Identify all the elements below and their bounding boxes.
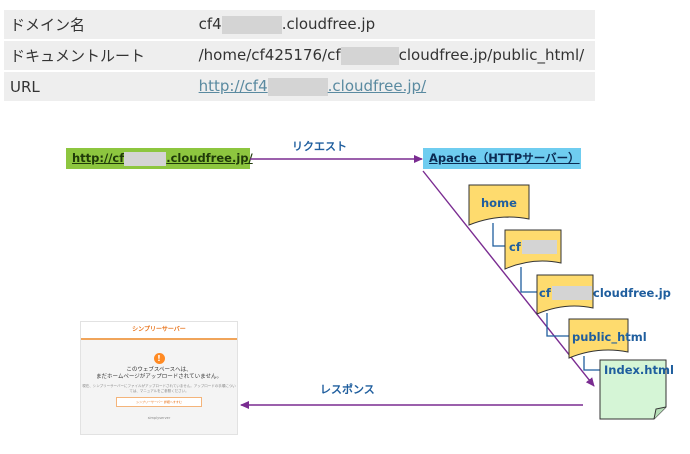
thumbnail-footer: simplyserver [147,416,171,420]
lookup-arrow [422,170,595,387]
info-table: ドメイン名 cf4 .cloudfree.jp ドキュメントルート /home/c… [4,8,595,103]
doc-cf-icon: cf [504,229,562,270]
table-row-domain: ドメイン名 cf4 .cloudfree.jp [4,10,595,39]
domain-label: ドメイン名 [4,10,193,39]
domain-prefix: cf4 [198,15,222,34]
client-url-prefix: http://cf [72,151,125,165]
url-link[interactable]: http://cf4 .cloudfree.jp/ [198,77,427,96]
thumbnail-button[interactable]: シンプリーサーバー 詳細へすすむ [116,397,202,407]
docroot-label: ドキュメントルート [4,41,193,70]
doc-cf-label: cf [509,240,522,254]
doc-domain-icon: cf cloudfree.jp [536,274,671,315]
doc-public-html-label: public_html [572,330,647,345]
alert-icon: ! [153,353,165,364]
thumbnail-note: 現在、シンプリーサーバーにファイルがアップロードされていません。アップロードの手… [82,384,236,393]
docroot-suffix: cloudfree.jp/public_html/ [398,46,585,65]
index-html-label: Index.html [604,363,674,377]
url-suffix[interactable]: .cloudfree.jp/ [327,77,427,96]
doc-home-label: home [481,196,517,210]
table-row-docroot: ドキュメントルート /home/cf425176/cf cloudfree.jp/… [4,41,595,70]
doc-public-html-icon: public_html [568,318,647,359]
apache-server-box: Apache（HTTPサーバー） [423,148,581,169]
doc-domain-prefix: cf [539,286,552,300]
redaction-mask [340,46,399,65]
index-html-file-icon: Index.html [599,359,674,420]
client-url-box: http://cf .cloudfree.jp/ [66,148,253,169]
doc-domain-suffix: cloudfree.jp [593,286,671,300]
redaction-mask [522,240,557,254]
domain-suffix: .cloudfree.jp [281,15,376,34]
redaction-mask [552,286,592,300]
thumbnail-title-line2: まだホームページがアップロードされていません。 [96,374,222,380]
docroot-value: /home/cf425176/cf cloudfree.jp/public_htm… [192,41,595,70]
redaction-mask [267,77,328,96]
url-value[interactable]: http://cf4 .cloudfree.jp/ [192,72,595,101]
response-label: レスポンス [320,383,375,396]
request-label: リクエスト [292,140,347,153]
redaction-mask [221,15,282,34]
url-prefix[interactable]: http://cf4 [198,77,268,96]
thumbnail-brand: シンプリーサーバー [81,322,237,340]
placeholder-page-thumbnail: シンプリーサーバー ! このウェブスペースへは、 まだホームページがアップロード… [80,321,238,435]
domain-value: cf4 .cloudfree.jp [192,10,595,39]
doc-home-icon: home [468,184,530,226]
docroot-prefix: /home/cf425176/cf [198,46,341,65]
thumbnail-title-line1: このウェブスペースへは、 [126,367,192,373]
url-label: URL [4,72,193,101]
table-row-url: URL http://cf4 .cloudfree.jp/ [4,72,595,101]
redaction-mask [124,151,167,166]
tree-connectors [492,223,600,371]
client-url-suffix: .cloudfree.jp/ [166,151,253,165]
